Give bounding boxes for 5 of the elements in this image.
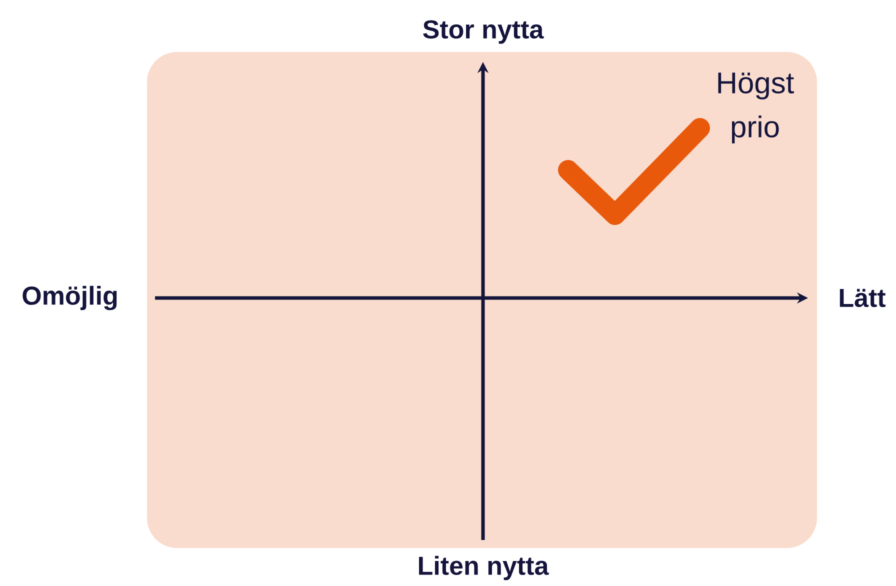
axis-label: Lätt: [840, 288, 886, 308]
quadrant-label: Högst prio: [718, 72, 794, 144]
axis-label: Stor nytta: [423, 20, 544, 44]
axis-label: Omöjlig: [22, 286, 117, 310]
axis-label: Liten nytta: [419, 556, 549, 580]
